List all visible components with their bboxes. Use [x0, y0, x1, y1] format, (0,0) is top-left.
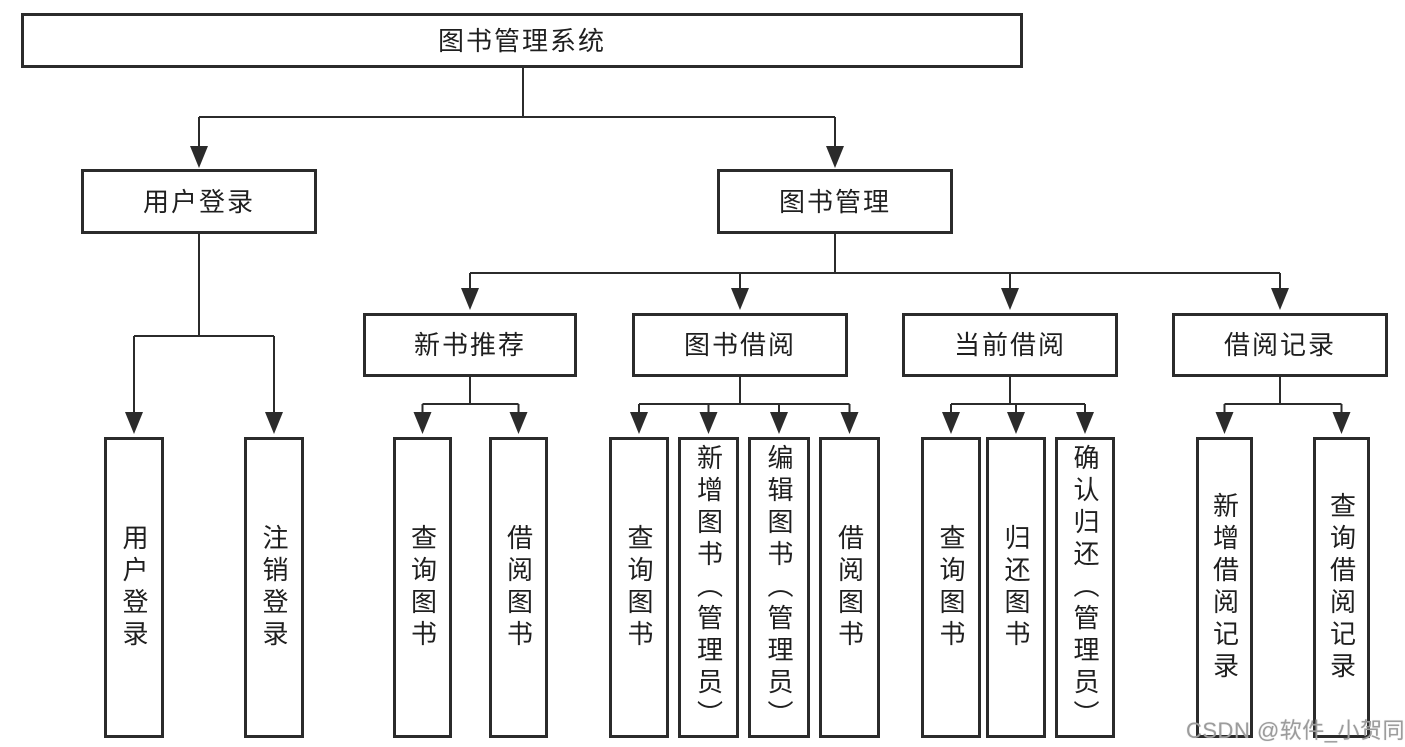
leaf-borrow-query-books: 查询图书 [609, 437, 669, 738]
leaf-records-add-record: 新增借阅记录 [1196, 437, 1253, 738]
leaf-records-query-record: 查询借阅记录 [1313, 437, 1370, 738]
arrowhead [1271, 288, 1289, 310]
node-user-login: 用户登录 [81, 169, 317, 234]
connector-root-to-level2 [198, 68, 836, 148]
leaf-newbook-query-books: 查询图书 [393, 437, 452, 738]
leaf-logout: 注销登录 [244, 437, 304, 738]
watermark: CSDN @软件_小贺同学 [1186, 718, 1405, 743]
connector-bookborrow-subtree [638, 377, 851, 416]
arrowhead [413, 412, 432, 434]
arrowhead [1332, 412, 1351, 434]
leaf-borrow-edit-books-admin: 编辑图书（管理员） [748, 437, 810, 738]
node-library-system: 图书管理系统 [21, 13, 1023, 68]
arrowhead [1007, 412, 1025, 434]
connector-currentborrow-subtree [950, 377, 1086, 416]
node-book-management: 图书管理 [717, 169, 953, 234]
leaf-newbook-borrow-books: 借阅图书 [489, 437, 548, 738]
connector-records-subtree [1223, 377, 1343, 416]
arrowhead [190, 146, 208, 168]
arrowhead [731, 288, 749, 310]
arrowhead [1076, 412, 1094, 434]
arrowhead [1215, 412, 1234, 434]
leaf-borrow-add-books-admin: 新增图书（管理员） [678, 437, 739, 738]
connector-userlogin-subtree [133, 234, 275, 414]
arrowhead [699, 412, 718, 434]
arrowhead [942, 412, 960, 434]
arrowhead [630, 412, 648, 434]
leaf-borrow-borrow-books: 借阅图书 [819, 437, 880, 738]
leaf-current-return-books: 归还图书 [986, 437, 1046, 738]
connector-newbook-subtree [421, 377, 520, 416]
arrowhead [461, 288, 479, 310]
node-borrow-records: 借阅记录 [1172, 313, 1388, 377]
node-current-borrow: 当前借阅 [902, 313, 1118, 377]
leaf-current-query-books: 查询图书 [921, 437, 981, 738]
arrowhead [265, 412, 283, 434]
arrowhead [1001, 288, 1019, 310]
connector-bookmgmt-to-level3 [469, 234, 1281, 290]
arrowhead [826, 146, 844, 168]
node-book-borrow: 图书借阅 [632, 313, 848, 377]
arrowhead [125, 412, 143, 434]
arrowheads-group [125, 146, 1351, 434]
leaf-user-login: 用户登录 [104, 437, 164, 738]
leaf-current-confirm-return-admin: 确认归还（管理员） [1055, 437, 1115, 738]
arrowhead [840, 412, 859, 434]
arrowhead [770, 412, 788, 434]
node-new-book-recommend: 新书推荐 [363, 313, 577, 377]
connector-group [133, 68, 1343, 416]
arrowhead [509, 412, 528, 434]
